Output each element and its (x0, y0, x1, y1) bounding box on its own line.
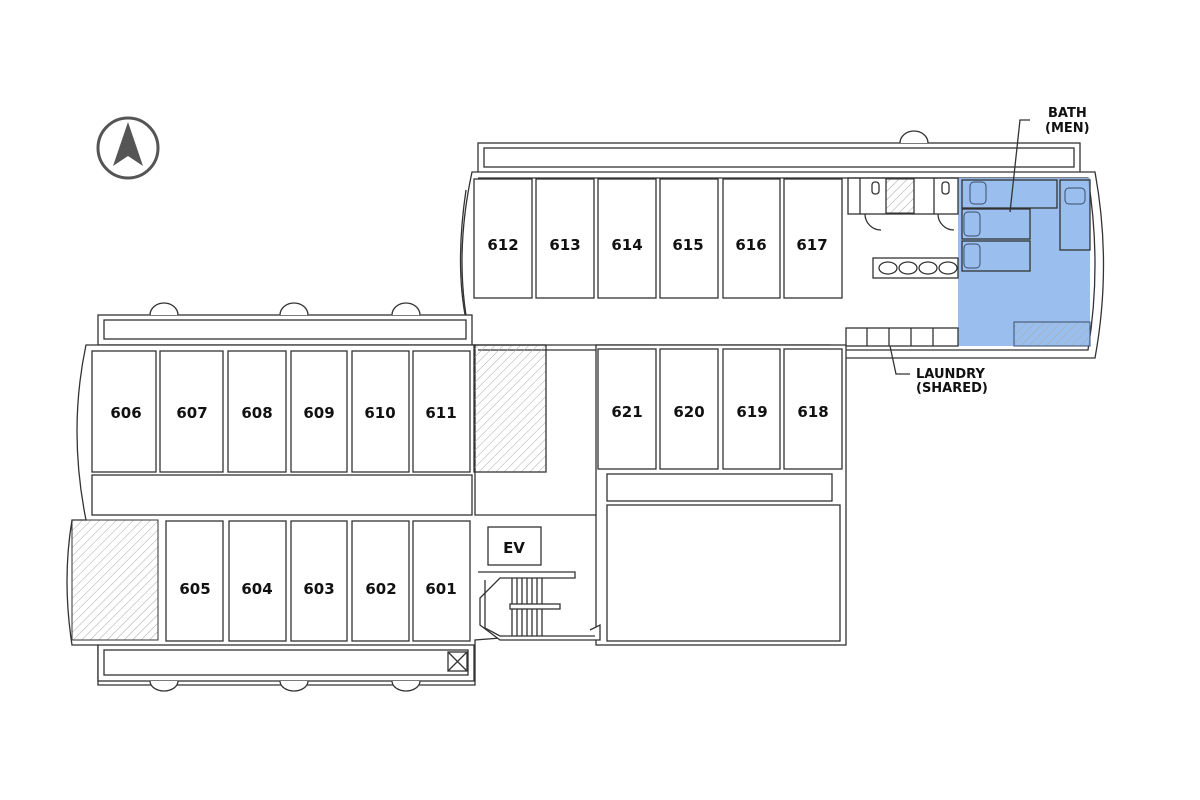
room-621[interactable]: 621 (597, 348, 657, 470)
room-label: 613 (549, 236, 580, 254)
room-610[interactable]: 610 (351, 350, 410, 473)
room-label: 609 (303, 404, 334, 422)
room-label: 614 (611, 236, 642, 254)
room-606[interactable]: 606 (91, 350, 157, 473)
room-label: 618 (797, 403, 828, 421)
room-label: 616 (735, 236, 766, 254)
elevator-label: EV (503, 539, 525, 557)
room-label: 610 (364, 404, 395, 422)
room-612[interactable]: 612 (473, 178, 533, 299)
room-label: 620 (673, 403, 704, 421)
room-label: 606 (110, 404, 141, 422)
room-620[interactable]: 620 (659, 348, 719, 470)
room-601[interactable]: 601 (412, 520, 471, 642)
room-label: 608 (241, 404, 272, 422)
bath-men-area[interactable] (958, 178, 1091, 347)
room-label: 611 (425, 404, 456, 422)
laundry-label: LAUNDRY (916, 367, 985, 382)
room-label: 607 (176, 404, 207, 422)
room-604[interactable]: 604 (228, 520, 287, 642)
elevator[interactable]: EV (487, 526, 542, 566)
room-607[interactable]: 607 (159, 350, 224, 473)
room-label: 621 (611, 403, 642, 421)
bath-label: BATH (1048, 106, 1087, 121)
room-619[interactable]: 619 (722, 348, 781, 470)
laundry-label-sub: (SHARED) (916, 381, 988, 396)
room-615[interactable]: 615 (659, 178, 719, 299)
room-618[interactable]: 618 (783, 348, 843, 470)
compass-north-icon (96, 116, 160, 180)
bath-label-sub: (MEN) (1045, 121, 1090, 136)
room-label: 601 (425, 580, 456, 598)
room-608[interactable]: 608 (227, 350, 287, 473)
rooms: 612 613 614 615 616 617 621 620 619 618 … (91, 178, 843, 642)
restroom-stalls (847, 177, 959, 279)
room-609[interactable]: 609 (290, 350, 348, 473)
room-616[interactable]: 616 (722, 178, 781, 299)
room-label: 602 (365, 580, 396, 598)
room-613[interactable]: 613 (535, 178, 595, 299)
room-label: 617 (796, 236, 827, 254)
room-611[interactable]: 611 (412, 350, 471, 473)
room-614[interactable]: 614 (597, 178, 657, 299)
room-label: 612 (487, 236, 518, 254)
room-617[interactable]: 617 (783, 178, 843, 299)
room-label: 615 (672, 236, 703, 254)
room-label: 604 (241, 580, 272, 598)
room-603[interactable]: 603 (290, 520, 348, 642)
room-label: 619 (736, 403, 767, 421)
room-605[interactable]: 605 (165, 520, 224, 642)
laundry-area[interactable] (845, 327, 959, 347)
stairs (478, 571, 601, 641)
room-602[interactable]: 602 (351, 520, 410, 642)
room-label: 605 (179, 580, 210, 598)
room-label: 603 (303, 580, 334, 598)
